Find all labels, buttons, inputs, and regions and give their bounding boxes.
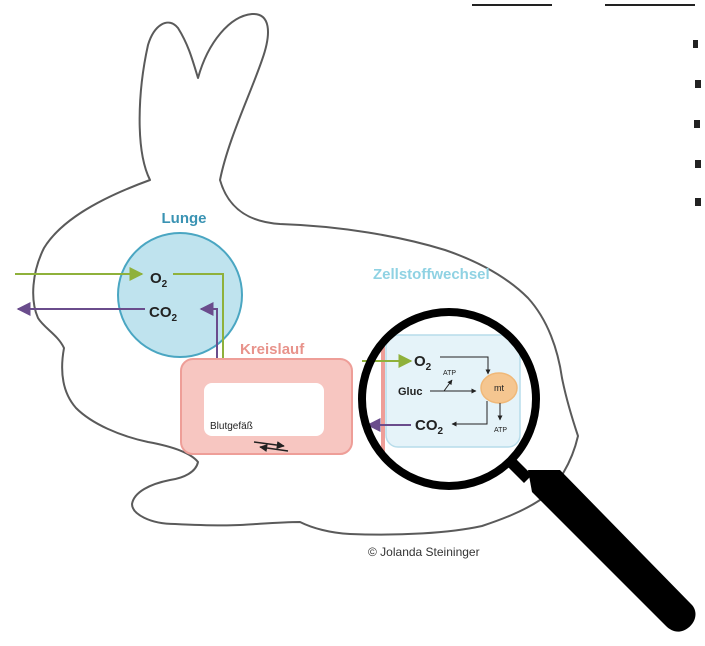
mitochondrion-label: mt xyxy=(494,383,504,393)
lung-o2-label: O2 xyxy=(150,270,168,290)
atp-label-bottom: ATP xyxy=(494,427,507,434)
scan-artifacts xyxy=(472,4,701,206)
copyright-text: © Jolanda Steininger xyxy=(368,545,480,559)
o2-to-mito-arrow xyxy=(440,356,491,375)
mitochondrion xyxy=(480,372,518,404)
blood-vessel-box xyxy=(204,383,324,436)
cell-co2-label: CO2 xyxy=(415,417,444,437)
magnified-cell: mt O2 CO2 Gluc ATP ATP xyxy=(363,313,535,485)
lung-co2-label: CO2 xyxy=(149,304,178,324)
lung-circle xyxy=(117,232,243,358)
blood-vessel-label: Blutgefäß xyxy=(210,421,253,432)
magnifying-glass-icon xyxy=(358,308,696,632)
co2-to-lung-arrow xyxy=(199,302,218,380)
circulation-label: Kreislauf xyxy=(240,341,305,358)
atp-label-top: ATP xyxy=(443,370,456,377)
cell-metabolism-label: Zellstoffwechsel xyxy=(373,266,490,283)
double-arrow-icon xyxy=(253,441,289,452)
mito-to-co2-arrow xyxy=(451,401,488,427)
lung-label: Lunge xyxy=(162,210,207,227)
cell-o2-label: O2 xyxy=(414,353,432,373)
glucose-label: Gluc xyxy=(398,386,422,398)
atp-branch-top xyxy=(443,379,453,392)
